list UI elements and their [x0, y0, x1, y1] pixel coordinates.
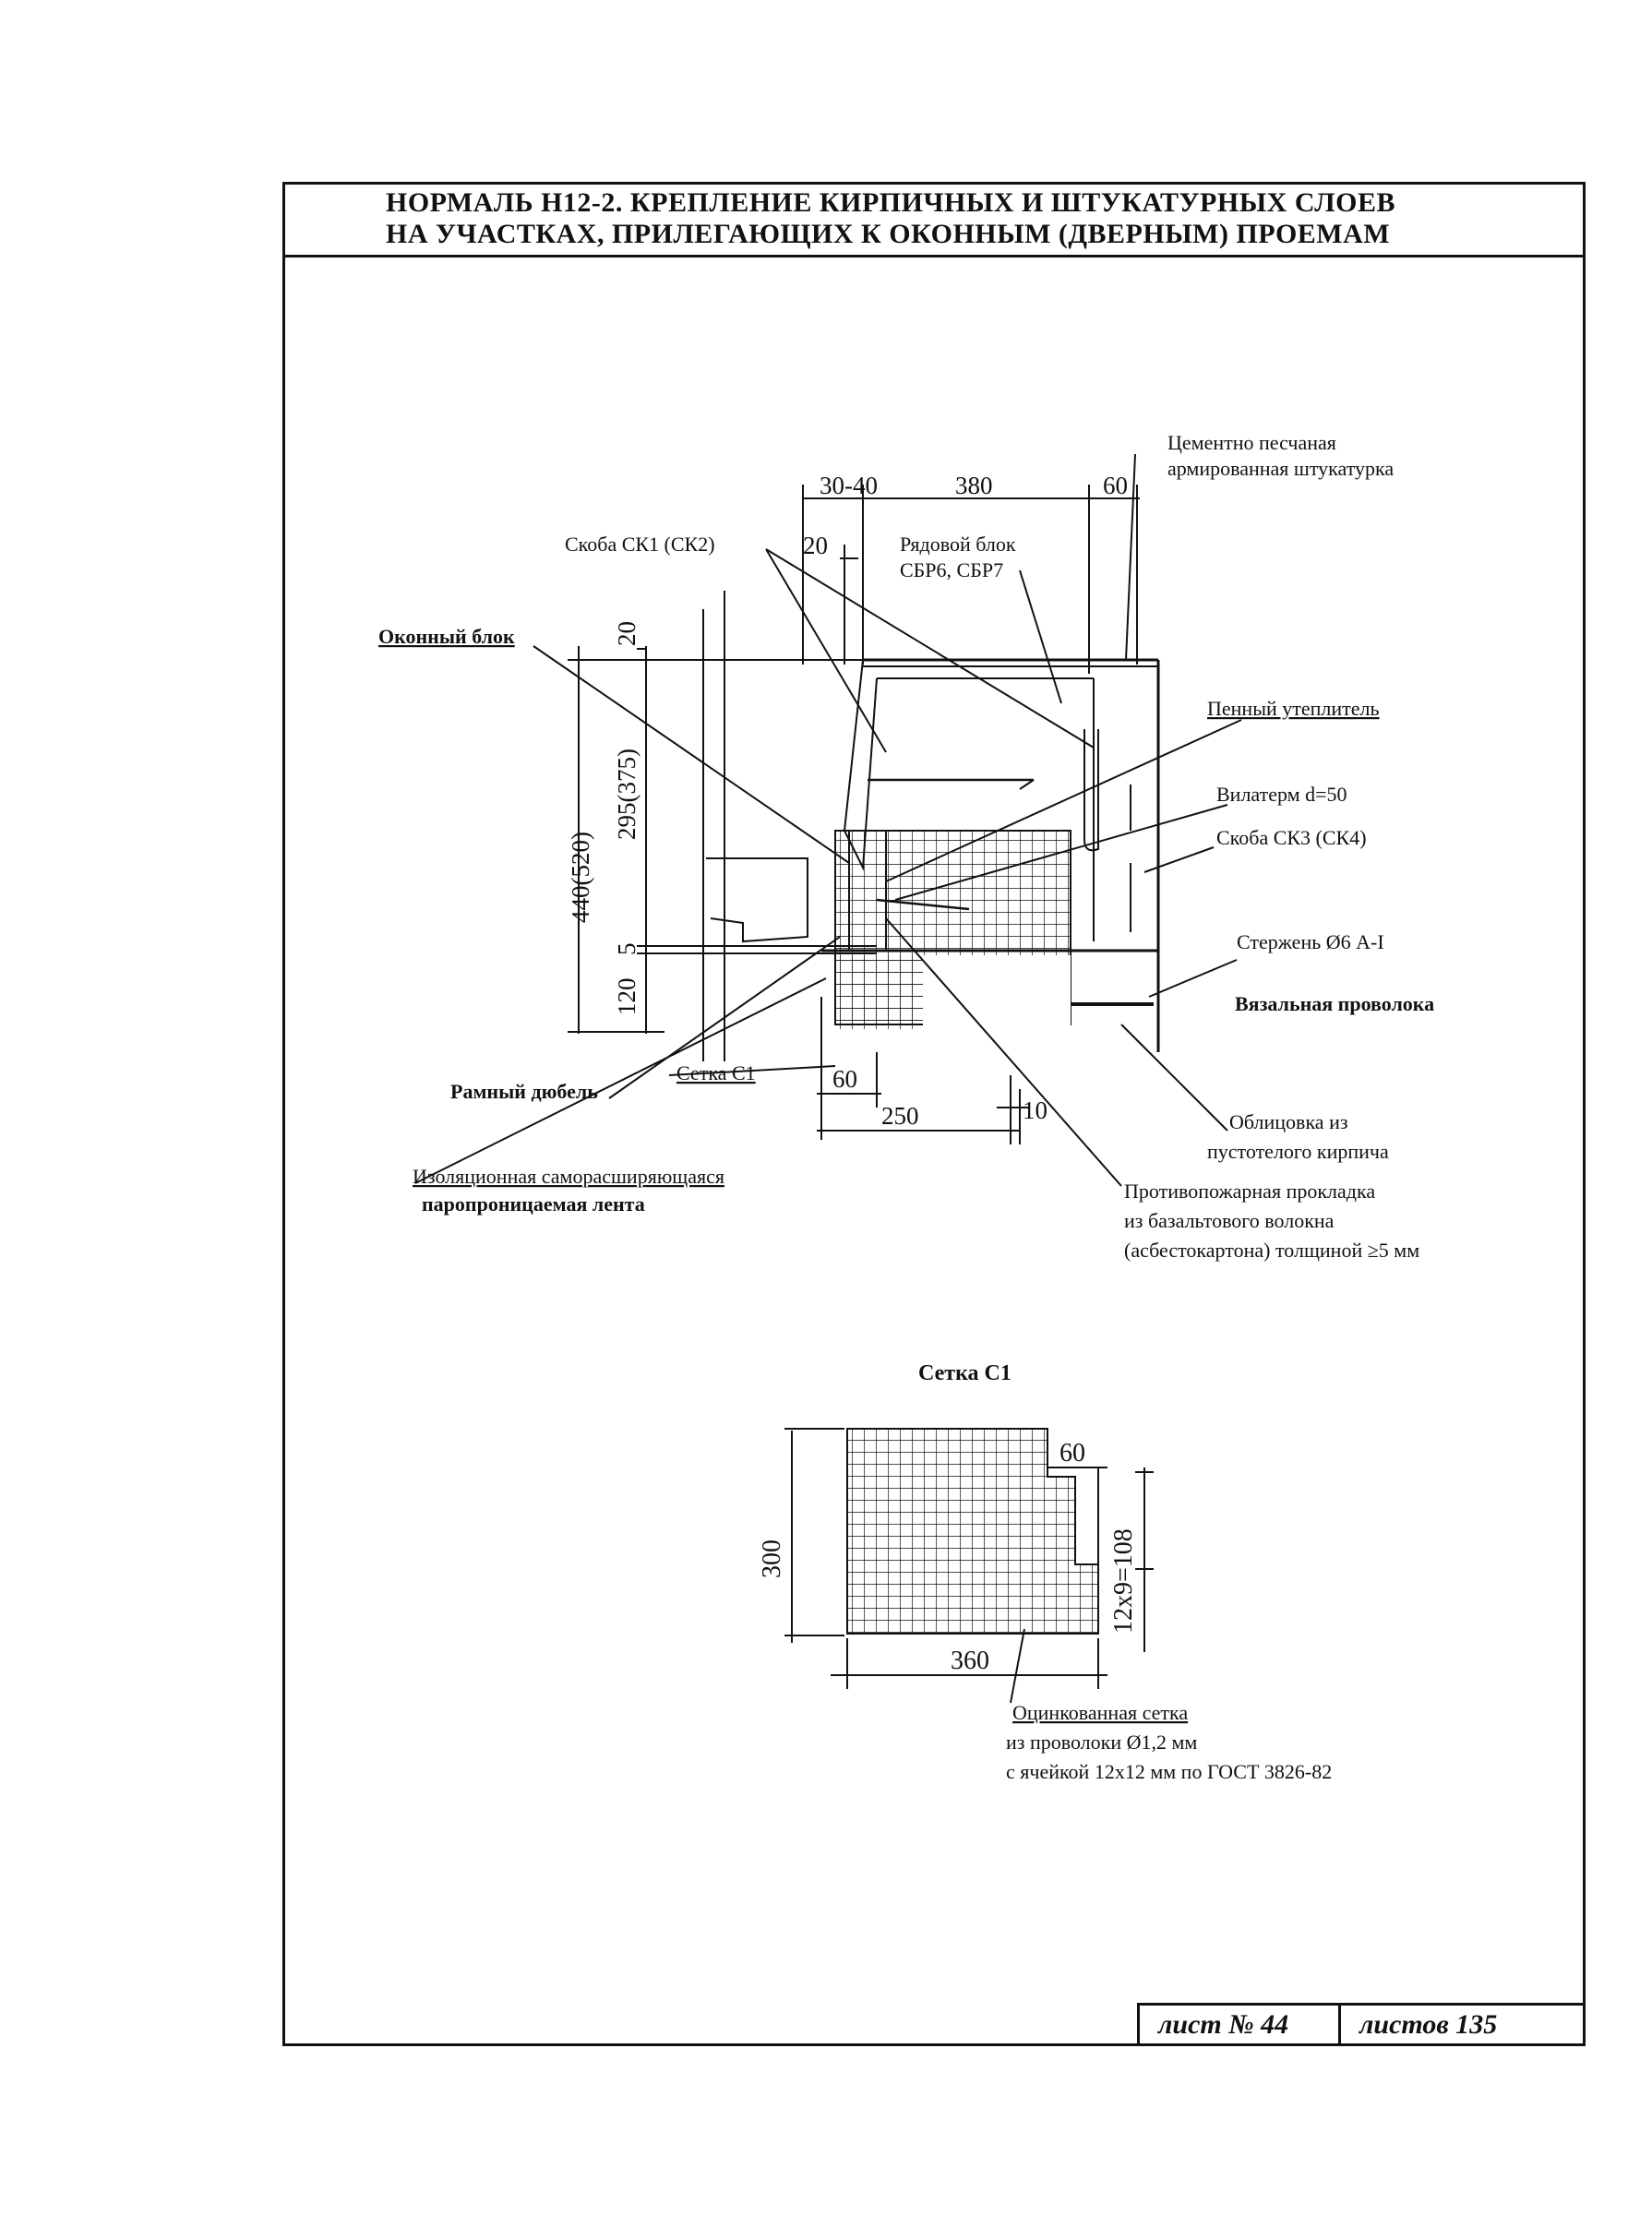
dim-5: 5	[613, 943, 640, 956]
drawing-frame	[282, 182, 1586, 2046]
label-tape-1: Изоляционная саморасширяющаяся	[413, 1165, 724, 1188]
label-tie-wire: Вязальная проволока	[1235, 992, 1434, 1015]
mesh-dim-300: 300	[758, 1539, 786, 1578]
leader-lines	[414, 453, 1242, 1187]
label-mesh-c1: Сетка С1	[676, 1061, 756, 1084]
dim-30-40: 30-40	[820, 472, 878, 499]
dim-20-top: 20	[803, 532, 828, 559]
dim-440: 440(520)	[567, 832, 594, 923]
mesh-lower	[835, 955, 923, 1029]
mesh-note-1: Оцинкованная сетка	[1012, 1701, 1188, 1724]
label-rod: Стержень Ø6 А-I	[1237, 930, 1384, 953]
dim-20-left: 20	[613, 621, 640, 646]
label-plaster-2: армированная штукатурка	[1167, 457, 1394, 480]
mesh-note-2: из проволоки Ø1,2 мм	[1006, 1731, 1197, 1754]
mesh-c1-grid	[846, 1428, 1099, 1635]
label-bracket-ck3: Скоба СК3 (СК4)	[1216, 826, 1367, 849]
label-row-block-2: СБР6, СБР7	[900, 558, 1003, 581]
title-block: НОРМАЛЬ Н12-2. КРЕПЛЕНИЕ КИРПИЧНЫХ И ШТУ…	[282, 182, 1586, 258]
label-plaster-1: Цементно песчаная	[1167, 431, 1336, 454]
mesh-dimensions	[784, 1428, 1154, 1704]
mesh-dim-60: 60	[1059, 1439, 1085, 1467]
label-bracket-ck1: Скоба СК1 (СК2)	[565, 533, 715, 556]
label-fire-1: Противопожарная прокладка	[1124, 1180, 1375, 1203]
dim-250: 250	[881, 1102, 919, 1130]
sheet-number: лист № 44	[1137, 2003, 1338, 2046]
top-dimensions	[802, 485, 1140, 674]
label-vilaterm: Вилатерм d=50	[1216, 783, 1347, 806]
mesh-dim-360: 360	[951, 1647, 989, 1675]
label-row-block-1: Рядовой блок	[900, 533, 1016, 556]
label-fire-3: (асбестокартона) толщиной ≥5 мм	[1124, 1239, 1419, 1262]
dim-60-top: 60	[1103, 472, 1128, 499]
dim-120: 120	[613, 978, 640, 1016]
mesh-cutout	[923, 955, 1071, 1029]
label-facing-2: пустотелого кирпича	[1207, 1140, 1389, 1163]
dim-60-bottom: 60	[832, 1065, 857, 1093]
dim-295: 295(375)	[613, 749, 640, 840]
title-line-2: НА УЧАСТКАХ, ПРИЛЕГАЮЩИХ К ОКОННЫМ (ДВЕР…	[386, 219, 1391, 249]
title-line-1: НОРМАЛЬ Н12-2. КРЕПЛЕНИЕ КИРПИЧНЫХ И ШТУ…	[386, 187, 1395, 218]
mesh-note-3: с ячейкой 12х12 мм по ГОСТ 3826-82	[1006, 1760, 1332, 1783]
bottom-dimensions	[817, 997, 1029, 1144]
mesh-dim-108: 12x9=108	[1109, 1528, 1138, 1634]
label-frame-dowel: Рамный дюбель	[450, 1080, 598, 1103]
dim-10: 10	[1023, 1096, 1047, 1124]
label-tape-2: паропроницаемая лента	[422, 1192, 645, 1216]
left-dimensions	[568, 646, 877, 1034]
label-window-block: Оконный блок	[378, 625, 515, 648]
sheet-count: листов 135	[1338, 2003, 1586, 2046]
mesh-title: Сетка С1	[918, 1361, 1012, 1385]
dim-380: 380	[955, 472, 993, 499]
label-facing-1: Облицовка из	[1229, 1110, 1348, 1133]
label-foam-insulation: Пенный утеплитель	[1207, 697, 1380, 720]
label-fire-2: из базальтового волокна	[1124, 1209, 1335, 1232]
